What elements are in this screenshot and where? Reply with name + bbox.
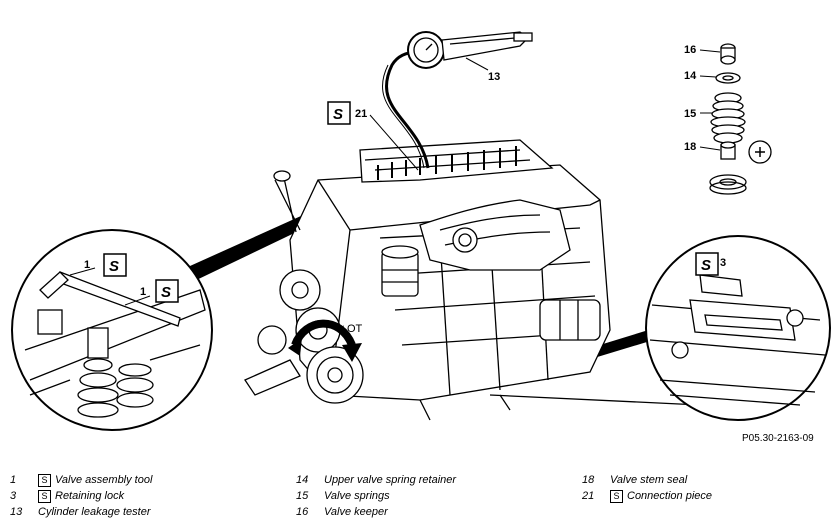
callout-3: 3: [720, 257, 726, 269]
ot-label: <: [338, 323, 344, 335]
figure-reference-code: P05.30-2163-09: [742, 433, 814, 444]
tool-icon-circle: [748, 140, 772, 164]
valve-parts-exploded: [709, 43, 747, 195]
callout-21: 21: [355, 108, 367, 120]
valve-part-leaders: [699, 49, 721, 151]
detail-leader-right: [590, 328, 660, 358]
callout-1a: 1: [84, 259, 90, 271]
cylinder-leakage-tester: [382, 31, 533, 169]
engine-block: [244, 139, 741, 421]
callout-18: 18: [684, 141, 696, 153]
leader-21: [369, 114, 419, 171]
tool-icon: S: [38, 473, 51, 487]
svg-text:S: S: [161, 284, 171, 301]
detail-circle-right: S: [645, 235, 831, 421]
tool-icon: S: [38, 489, 51, 503]
svg-text:S: S: [701, 257, 711, 274]
callout-1b: 1: [140, 286, 146, 298]
callout-16: 16: [684, 44, 696, 56]
tool-icon: S: [610, 489, 623, 503]
engine-diagram: < OT 13 S 21: [11, 31, 831, 431]
ot-label-text: OT: [347, 323, 363, 335]
callout-15: 15: [684, 108, 696, 120]
rotation-arrow: [288, 319, 362, 362]
svg-text:S: S: [109, 258, 119, 275]
detail-circle-left: S S: [11, 229, 213, 431]
tool-box-21: S: [327, 101, 351, 125]
svg-text:S: S: [333, 106, 343, 123]
callout-13: 13: [488, 71, 500, 83]
callout-14: 14: [684, 70, 697, 82]
